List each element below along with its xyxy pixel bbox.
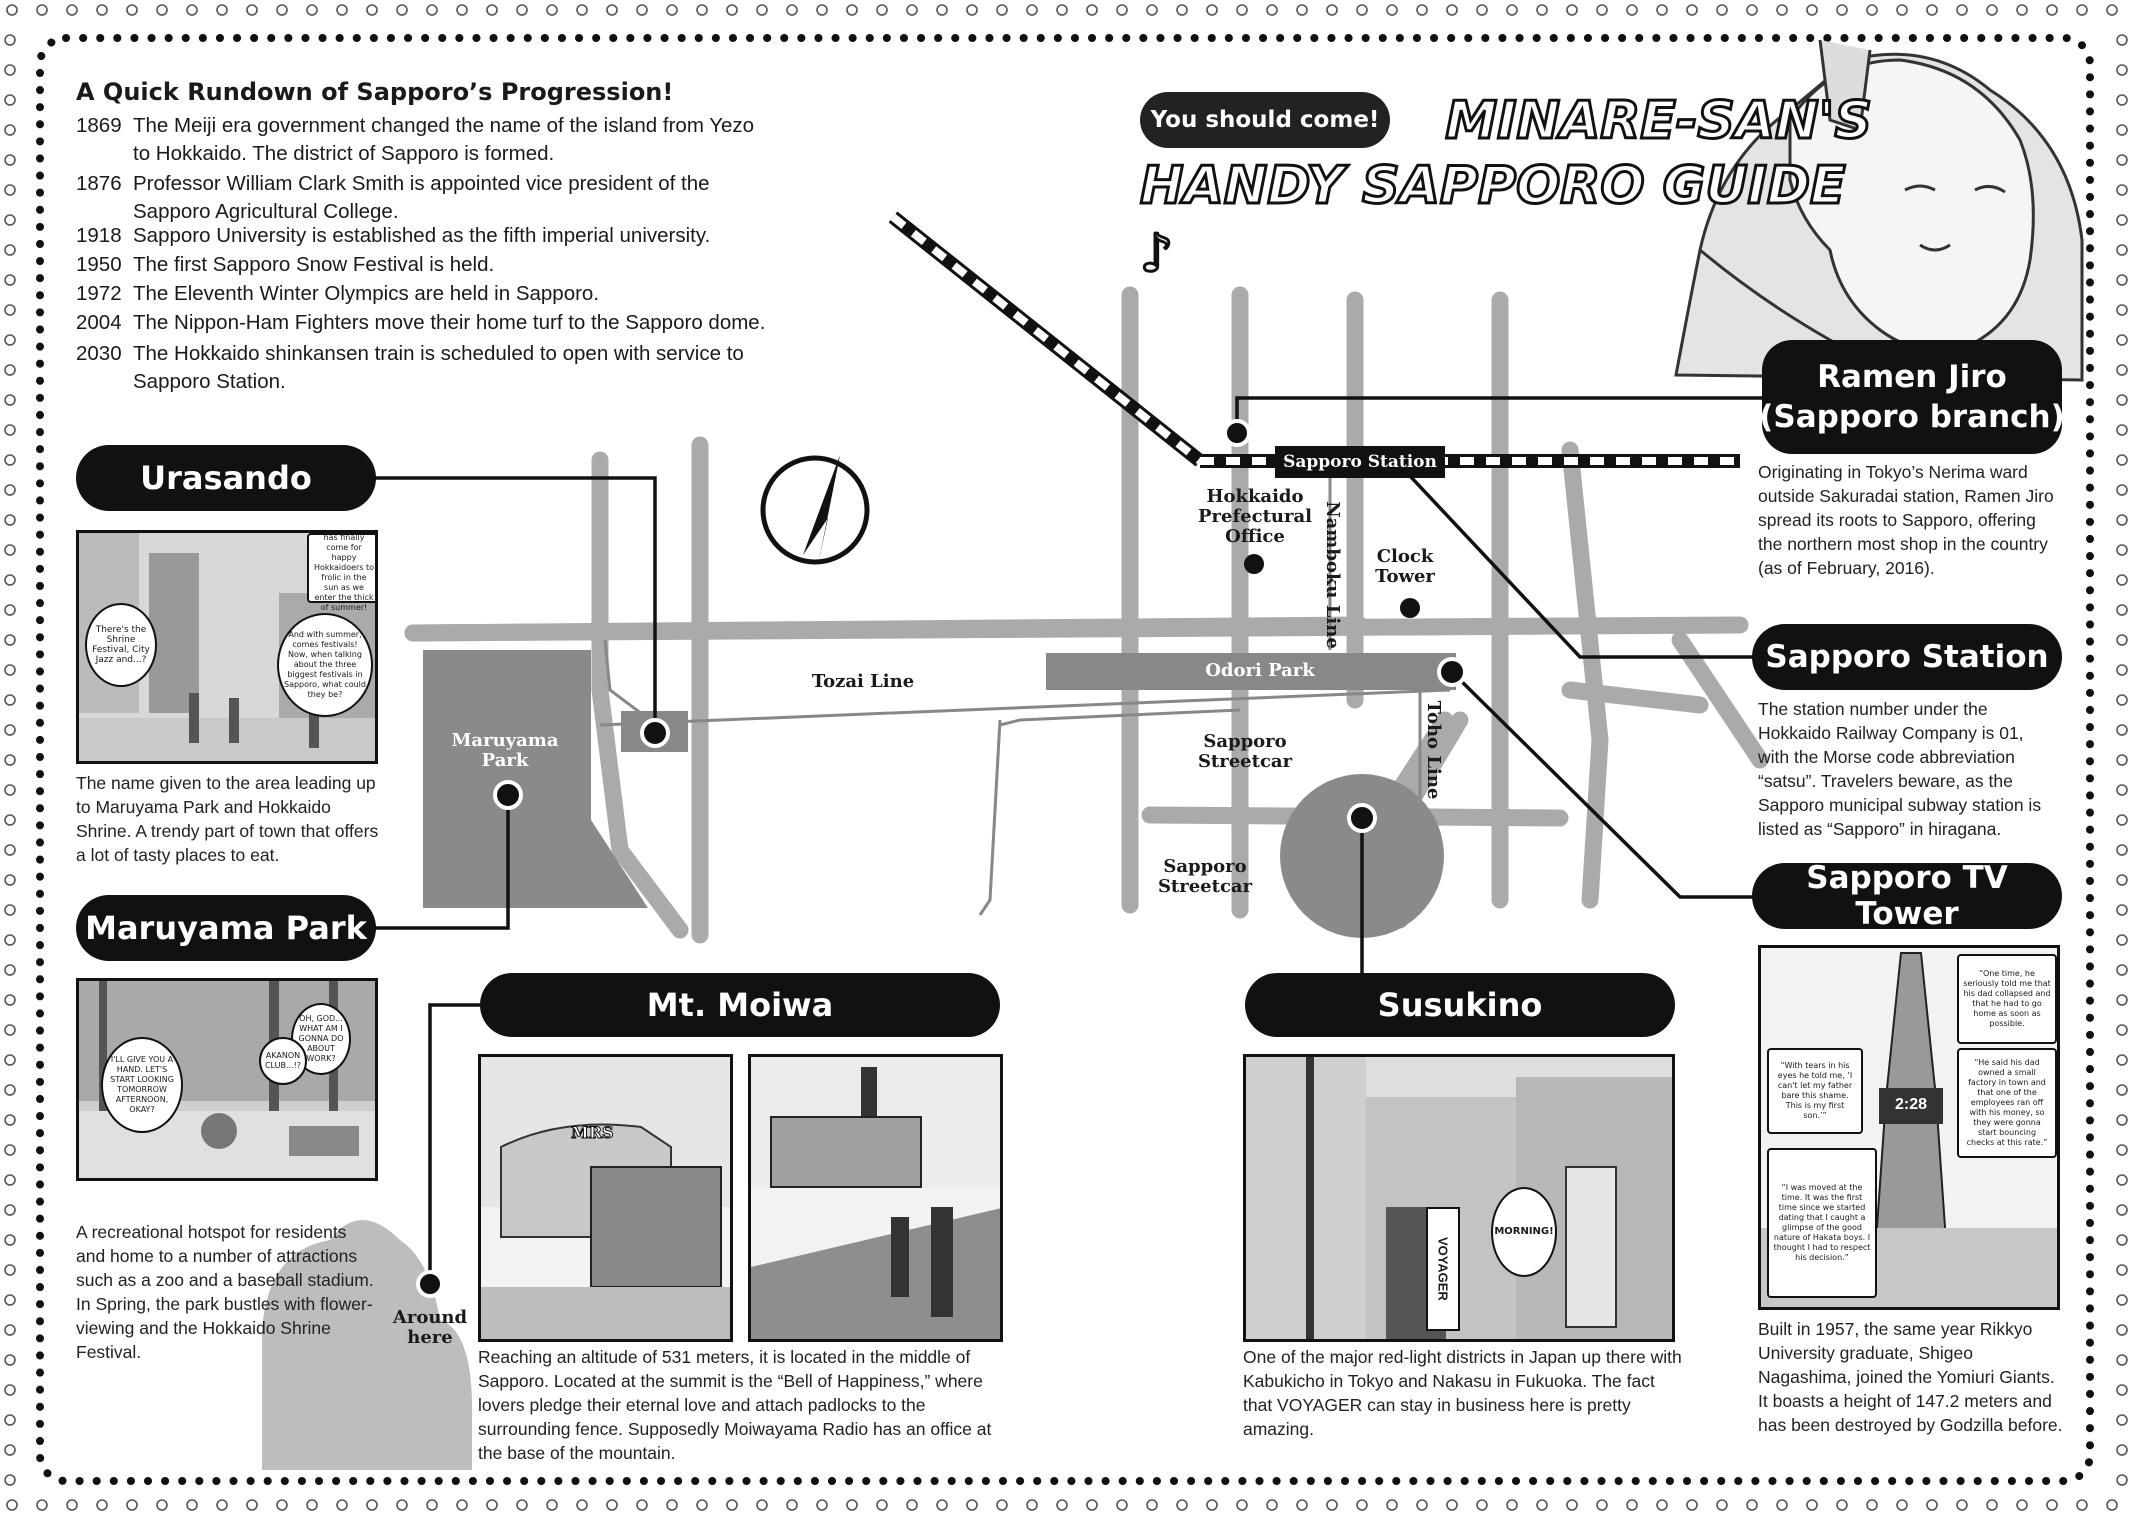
panel-moiwa-2	[748, 1054, 1003, 1342]
label-clock-tower: Clock Tower	[1375, 546, 1435, 587]
label-namboku-line: Namboku Line	[1322, 501, 1343, 649]
pill-ramen-jiro[interactable]: Ramen Jiro (Sapporo branch)	[1759, 340, 2065, 454]
pill-susukino[interactable]: Susukino	[1245, 973, 1675, 1037]
come-speech-bubble: You should come!	[1140, 92, 1390, 148]
station-sign-text: Sapporo Station	[1283, 452, 1437, 472]
label-streetcar-2: Sapporo Streetcar	[1157, 856, 1253, 897]
pill-maruyama-park[interactable]: Maruyama Park	[76, 895, 376, 961]
minare-character-illustration	[1674, 39, 2084, 382]
tvtower-bubble-1: “One time, he seriously told me that his…	[1957, 954, 2057, 1044]
label-odori-park: Odori Park	[1205, 660, 1315, 681]
small-markers	[1244, 554, 1420, 618]
urasando-bubble-3: The season has finally come for happy Ho…	[307, 533, 375, 612]
history-year: 1950	[76, 253, 122, 276]
pill-urasando[interactable]: Urasando	[76, 445, 376, 511]
panel-susukino: VOYAGER MORNING!	[1243, 1054, 1675, 1342]
urasando-bubble-1: There's the Shrine Festival, City Jazz a…	[85, 603, 157, 687]
guide-title-line1: MINARE-SAN'S	[1444, 90, 1874, 153]
connectors	[370, 396, 1762, 1284]
pill-station-text: Sapporo Station	[1765, 639, 2049, 675]
maruyama-bubble-3: AKANON CLUB...!?	[259, 1037, 307, 1085]
history-text: Sapporo University is established as the…	[133, 224, 711, 247]
history-year: 1876	[76, 172, 122, 195]
panel-urasando: There's the Shrine Festival, City Jazz a…	[76, 530, 378, 764]
history-year: 1972	[76, 282, 122, 305]
tvtower-bubble-3: “He said his dad owned a small factory i…	[1957, 1048, 2057, 1158]
dotted-frame	[36, 34, 2094, 1485]
desc-susukino: One of the major red-light districts in …	[1243, 1347, 1682, 1439]
map-markers	[416, 419, 1467, 1298]
history-year: 1869	[76, 114, 122, 137]
tv-tower-clock: 2:28	[1894, 1096, 1928, 1113]
pill-sapporo-station[interactable]: Sapporo Station	[1752, 624, 2062, 690]
desc-tv-tower: Built in 1957, the same year Rikkyo Univ…	[1758, 1319, 2063, 1435]
history-text: The first Sapporo Snow Festival is held.	[133, 253, 495, 276]
pill-ramen-text: Ramen Jiro (Sapporo branch)	[1759, 359, 2065, 435]
history-year: 2030	[76, 342, 122, 365]
moiwa-sign: MRS	[571, 1123, 615, 1143]
history-row: 1972 The Eleventh Winter Olympics are hel…	[76, 280, 853, 308]
desc-ramen-jiro: Originating in Tokyo’s Nerima ward outsi…	[1758, 462, 2054, 578]
panel-maruyama: I'LL GIVE YOU A HAND. LET'S START LOOKIN…	[76, 978, 378, 1181]
history-title: A Quick Rundown of Sapporo’s Progression…	[76, 78, 674, 106]
history-text: The Meiji era government changed the nam…	[133, 114, 755, 165]
pill-susukino-text: Susukino	[1377, 986, 1543, 1024]
pill-maruyama-text: Maruyama Park	[85, 909, 367, 947]
label-maruyama-park-map: Maruyama Park	[451, 730, 559, 771]
come-bubble-text: You should come!	[1150, 107, 1380, 133]
label-toho-line: Toho Line	[1423, 700, 1444, 800]
history-year: 2004	[76, 311, 122, 334]
desc-sapporo-station: The station number under the Hokkaido Ra…	[1758, 699, 2042, 839]
pill-urasando-text: Urasando	[140, 459, 312, 497]
history-row: 2004 The Nippon-Ham Fighters move their h…	[76, 309, 853, 337]
susukino-street-drawing	[1246, 1057, 1672, 1339]
tvtower-bubble-4: “I was moved at the time. It was the fir…	[1767, 1148, 1877, 1298]
moiwa-building-drawing	[481, 1057, 730, 1339]
maruyama-bubble-1: I'LL GIVE YOU A HAND. LET'S START LOOKIN…	[101, 1037, 183, 1133]
panel-moiwa-1: MRS	[478, 1054, 733, 1342]
guide-title: MINARE-SAN'S HANDY SAPPORO GUIDE ♪	[1139, 90, 1890, 286]
history-row: 2030 The Hokkaido shinkansen train is sch…	[76, 340, 773, 396]
pill-tvtower-text: Sapporo TV Tower	[1806, 860, 2008, 932]
voyager-sign-text: VOYAGER	[1435, 1237, 1451, 1301]
moiwa-summit-drawing	[751, 1057, 1000, 1339]
voyager-sign: VOYAGER	[1426, 1207, 1460, 1331]
pill-moiwa-text: Mt. Moiwa	[646, 986, 834, 1024]
desc-urasando: The name given to the area leading up to…	[76, 773, 379, 865]
subway-lines	[599, 460, 1451, 916]
maruyama-park-area	[423, 650, 648, 908]
pill-mt-moiwa[interactable]: Mt. Moiwa	[480, 973, 1000, 1037]
history-row: 1869 The Meiji era government changed the…	[76, 112, 773, 168]
station-sign: Sapporo Station	[1275, 446, 1445, 478]
history-year: 1918	[76, 224, 122, 247]
susukino-bubble: MORNING!	[1491, 1187, 1557, 1277]
history-text: The Eleventh Winter Olympics are held in…	[133, 282, 600, 305]
urasando-bubble-2: And with summer, comes festivals! Now, w…	[277, 613, 373, 717]
label-tozai-line: Tozai Line	[811, 671, 915, 692]
history-row: 1950 The first Sapporo Snow Festival is h…	[76, 251, 853, 279]
panel-tv-tower: 2:28 “One time, he seriously told me tha…	[1758, 945, 2060, 1310]
label-streetcar-1: Sapporo Streetcar	[1197, 731, 1293, 772]
label-prefectural-office: Hokkaido Prefectural Office	[1197, 486, 1312, 547]
history-row: 1918 Sapporo University is established as…	[76, 222, 853, 250]
pill-sapporo-tv-tower[interactable]: Sapporo TV Tower	[1752, 860, 2062, 932]
tvtower-bubble-2: “With tears in his eyes he told me, ‘I c…	[1767, 1048, 1863, 1134]
history-text: The Nippon-Ham Fighters move their home …	[133, 311, 766, 334]
compass-icon	[760, 455, 870, 565]
label-around-here: Around here	[392, 1307, 468, 1348]
desc-maruyama: A recreational hotspot for residents and…	[76, 1222, 374, 1362]
odori-park-strip	[1046, 653, 1456, 690]
history-text: Professor William Clark Smith is appoint…	[133, 172, 710, 223]
desc-moiwa: Reaching an altitude of 531 meters, it i…	[478, 1347, 992, 1463]
guide-title-line2: HANDY SAPPORO GUIDE ♪	[1139, 155, 1848, 286]
polka-dot-border	[4, 4, 2128, 1511]
history-row: 1876 Professor William Clark Smith is app…	[76, 170, 773, 226]
history-text: The Hokkaido shinkansen train is schedul…	[133, 342, 744, 393]
